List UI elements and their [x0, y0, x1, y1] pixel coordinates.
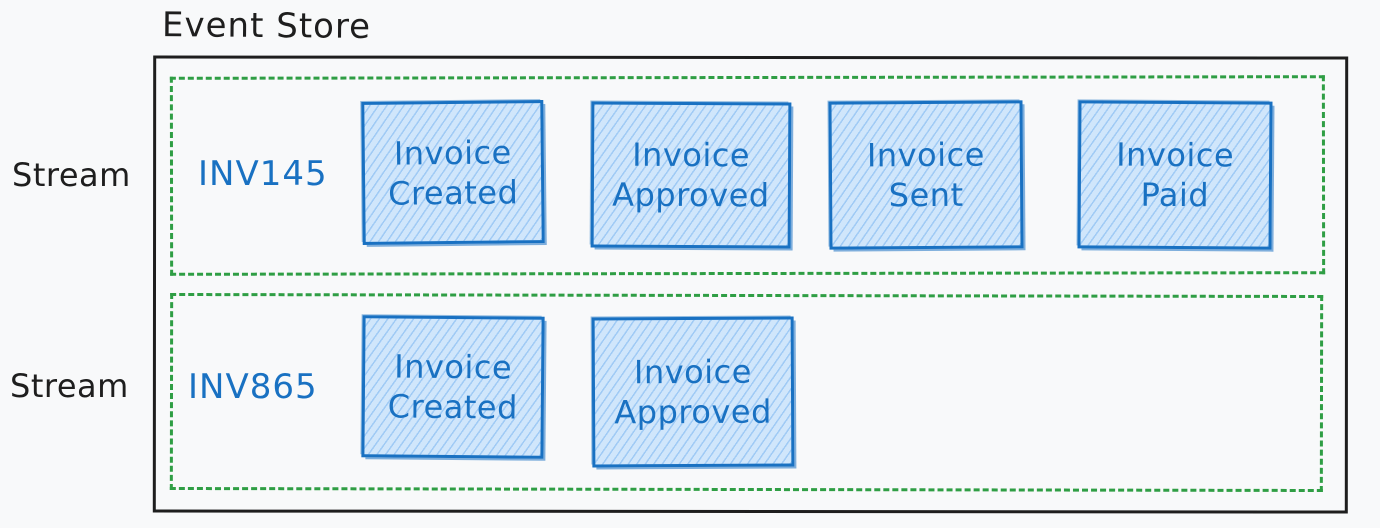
event-box: Invoice Created	[361, 315, 545, 459]
event-name-line1: Invoice	[393, 132, 512, 173]
stream-id: INV865	[188, 367, 318, 407]
stream-id: INV145	[198, 154, 328, 194]
event-box: Invoice Paid	[1077, 100, 1273, 250]
event-store-title: Event Store	[161, 5, 372, 47]
event-box: Invoice Approved	[591, 316, 795, 468]
event-box: Invoice Created	[361, 100, 545, 245]
event-name-line1: Invoice	[866, 135, 985, 175]
event-name-line2: Approved	[612, 175, 770, 215]
event-name-line1: Invoice	[633, 352, 752, 392]
event-name-line2: Created	[387, 387, 519, 427]
event-box: Invoice Sent	[828, 100, 1024, 250]
event-box: Invoice Approved	[590, 101, 792, 249]
event-name-line2: Approved	[614, 392, 772, 432]
event-name-line1: Invoice	[632, 135, 751, 175]
event-name-line2: Paid	[1140, 175, 1210, 215]
stream-label: Stream	[12, 156, 131, 194]
event-name-line2: Sent	[888, 175, 964, 215]
event-name-line1: Invoice	[1116, 135, 1235, 175]
stream-label: Stream	[10, 367, 129, 405]
event-name-line2: Created	[387, 172, 519, 213]
event-name-line1: Invoice	[394, 347, 513, 387]
